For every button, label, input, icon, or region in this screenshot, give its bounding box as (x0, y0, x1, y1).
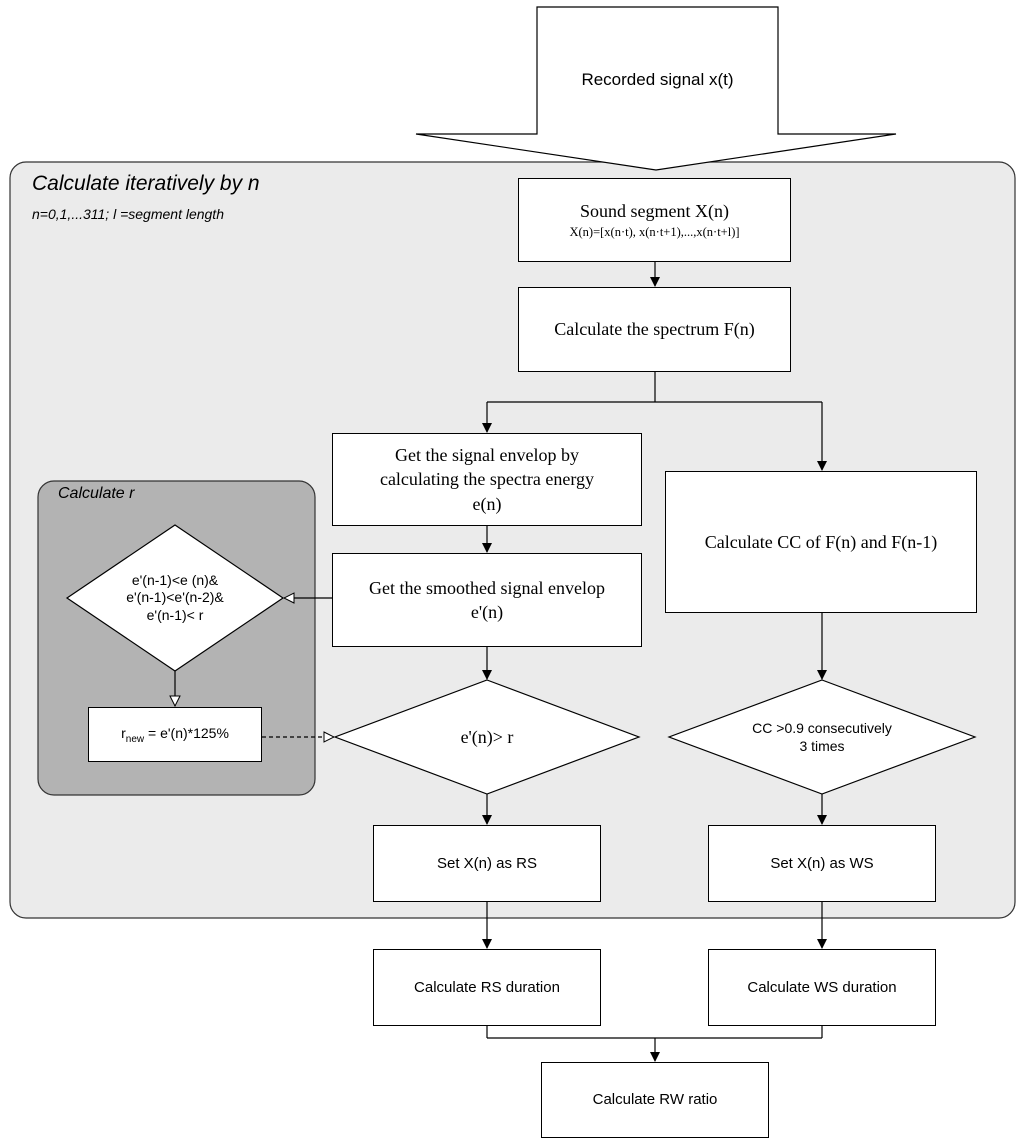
inner-region-title: Calculate r (58, 485, 135, 502)
ws-duration-box: Calculate WS duration (708, 949, 936, 1026)
spectrum-label: Calculate the spectrum F(n) (554, 319, 755, 340)
sound-segment-box: Sound segment X(n) X(n)=[x(n·t), x(n·t+1… (518, 178, 791, 262)
set-ws-label: Set X(n) as WS (770, 854, 874, 872)
cc-box: Calculate CC of F(n) and F(n-1) (665, 471, 977, 613)
rw-ratio-box: Calculate RW ratio (541, 1062, 769, 1138)
ws-duration-label: Calculate WS duration (747, 978, 897, 996)
smoothed-envelope-box: Get the smoothed signal envelop e'(n) (332, 553, 642, 647)
outer-region-subtitle: n=0,1,...311; l =segment length (32, 206, 224, 222)
threshold-label: e'(n)> r (460, 726, 514, 747)
r-new-label: rnew = e'(n)*125% (121, 724, 229, 745)
rw-ratio-label: Calculate RW ratio (592, 1091, 718, 1109)
envelope-box: Get the signal envelop by calculating th… (332, 433, 642, 526)
rs-duration-label: Calculate RS duration (414, 978, 560, 996)
envelope-line3: e(n) (472, 493, 502, 514)
cc-test-label: CC >0.9 consecutively 3 times (752, 719, 892, 754)
smoothed-line1: Get the smoothed signal envelop (369, 577, 605, 598)
input-signal-label: Recorded signal x(t) (581, 69, 734, 89)
sound-segment-formula: X(n)=[x(n·t), x(n·t+1),...,x(n·t+l)] (569, 224, 740, 239)
sound-segment-title: Sound segment X(n) (580, 201, 729, 222)
r-new-box: rnew = e'(n)*125% (88, 707, 262, 762)
rs-duration-box: Calculate RS duration (373, 949, 601, 1026)
set-rs-box: Set X(n) as RS (373, 825, 601, 902)
outer-region-title: Calculate iteratively by n (32, 172, 260, 195)
envelope-line2: calculating the spectra energy (379, 469, 595, 490)
set-ws-box: Set X(n) as WS (708, 825, 936, 902)
smoothed-line2: e'(n) (470, 602, 504, 622)
envelope-line1: Get the signal envelop by (395, 445, 579, 466)
set-rs-label: Set X(n) as RS (436, 854, 538, 872)
cc-label: Calculate CC of F(n) and F(n-1) (704, 531, 938, 552)
input-block-arrow (415, 6, 897, 171)
spectrum-box: Calculate the spectrum F(n) (518, 287, 791, 372)
condition-r-label: e'(n-1)<e (n)& e'(n-1)<e'(n-2)& e'(n-1)<… (126, 571, 224, 623)
